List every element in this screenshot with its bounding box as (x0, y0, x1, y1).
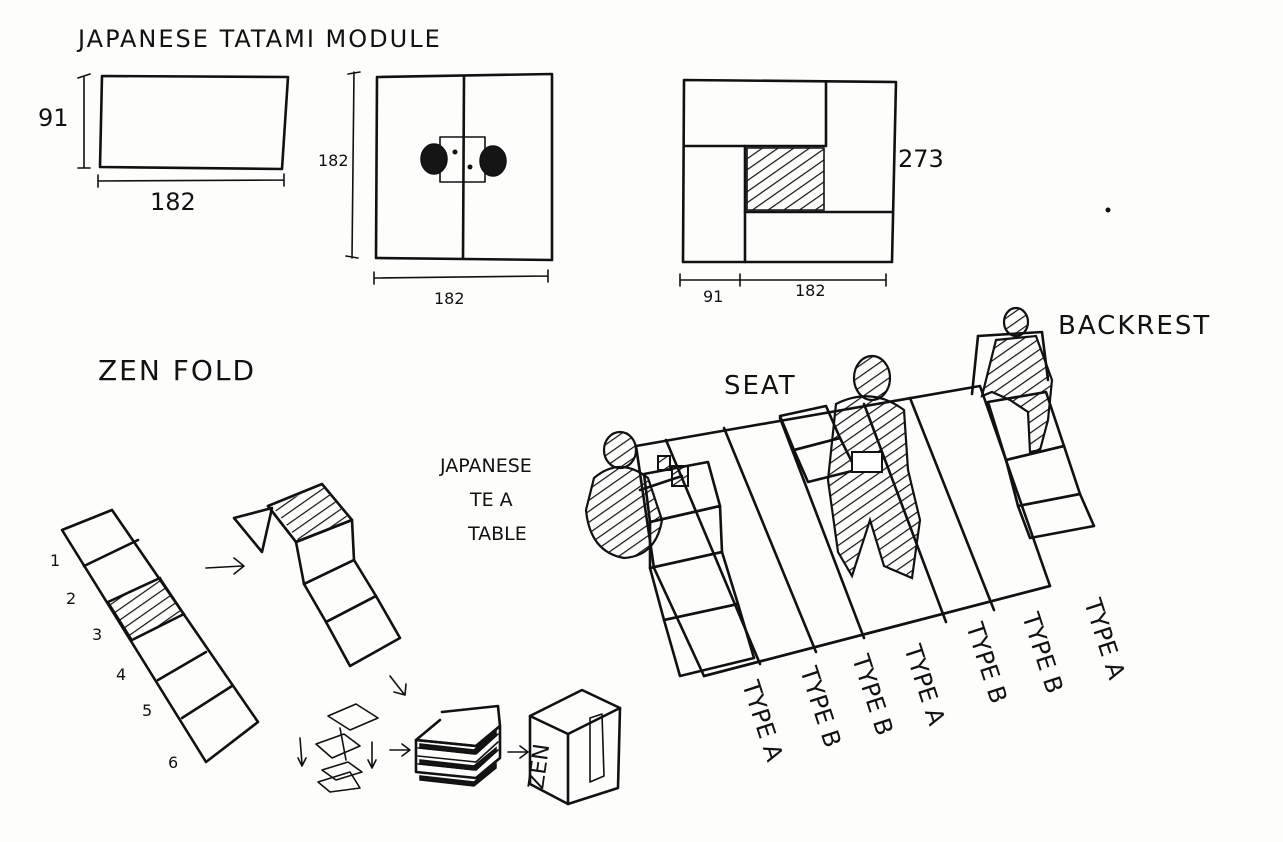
figure-seat (828, 356, 920, 578)
tatami-triple-mat (680, 80, 896, 286)
arrow-1 (206, 558, 244, 574)
zen-box: ZEN (524, 690, 620, 804)
tea-table-label-2: TE A (469, 489, 513, 511)
strip-number-1: 1 (50, 551, 60, 570)
strip-number-5: 5 (142, 701, 152, 720)
tatami-double-mat (346, 72, 552, 284)
seat-label: SEAT (724, 371, 797, 401)
type-labels: TYPE A TYPE B TYPE B TYPE A TYPE B TYPE … (736, 594, 1131, 765)
arrow-4 (508, 746, 528, 758)
tea-table-label-1: JAPANESE (439, 455, 532, 477)
single-width-label: 182 (150, 188, 196, 216)
folding-stages (298, 704, 378, 792)
tatami-single-mat (78, 74, 288, 187)
double-height-label: 182 (318, 151, 349, 170)
type-label-3: TYPE B (846, 650, 899, 739)
stray-dot (1106, 208, 1111, 213)
strip-number-4: 4 (116, 665, 126, 684)
type-label-1: TYPE A (736, 676, 789, 765)
stacked-folded-mats (416, 706, 500, 786)
arrow-2 (390, 676, 406, 695)
type-label-7: TYPE A (1078, 594, 1131, 683)
type-label-4: TYPE A (898, 640, 951, 729)
figure-tea-table (586, 432, 688, 558)
zen-box-text: ZEN (524, 742, 555, 790)
type-label-2: TYPE B (794, 662, 847, 751)
triple-left-label: 91 (703, 287, 723, 306)
strip-number-6: 6 (168, 753, 178, 772)
double-width-label: 182 (434, 289, 465, 308)
page-title: JAPANESE TATAMI MODULE (76, 25, 442, 53)
strip-number-2: 2 (66, 589, 76, 608)
triple-right-label: 182 (795, 281, 826, 300)
type-label-5: TYPE B (960, 618, 1013, 707)
backrest-label: BACKREST (1058, 311, 1211, 341)
zen-fold-title: ZEN FOLD (98, 354, 256, 387)
triple-height-label: 273 (898, 145, 944, 173)
figure-backrest (972, 308, 1052, 452)
strip-number-3: 3 (92, 625, 102, 644)
type-label-6: TYPE B (1016, 608, 1069, 697)
partially-folded-strip (234, 484, 400, 666)
tea-table-label-3: TABLE (467, 523, 527, 545)
arrow-3 (390, 744, 410, 756)
single-height-label: 91 (38, 104, 69, 132)
